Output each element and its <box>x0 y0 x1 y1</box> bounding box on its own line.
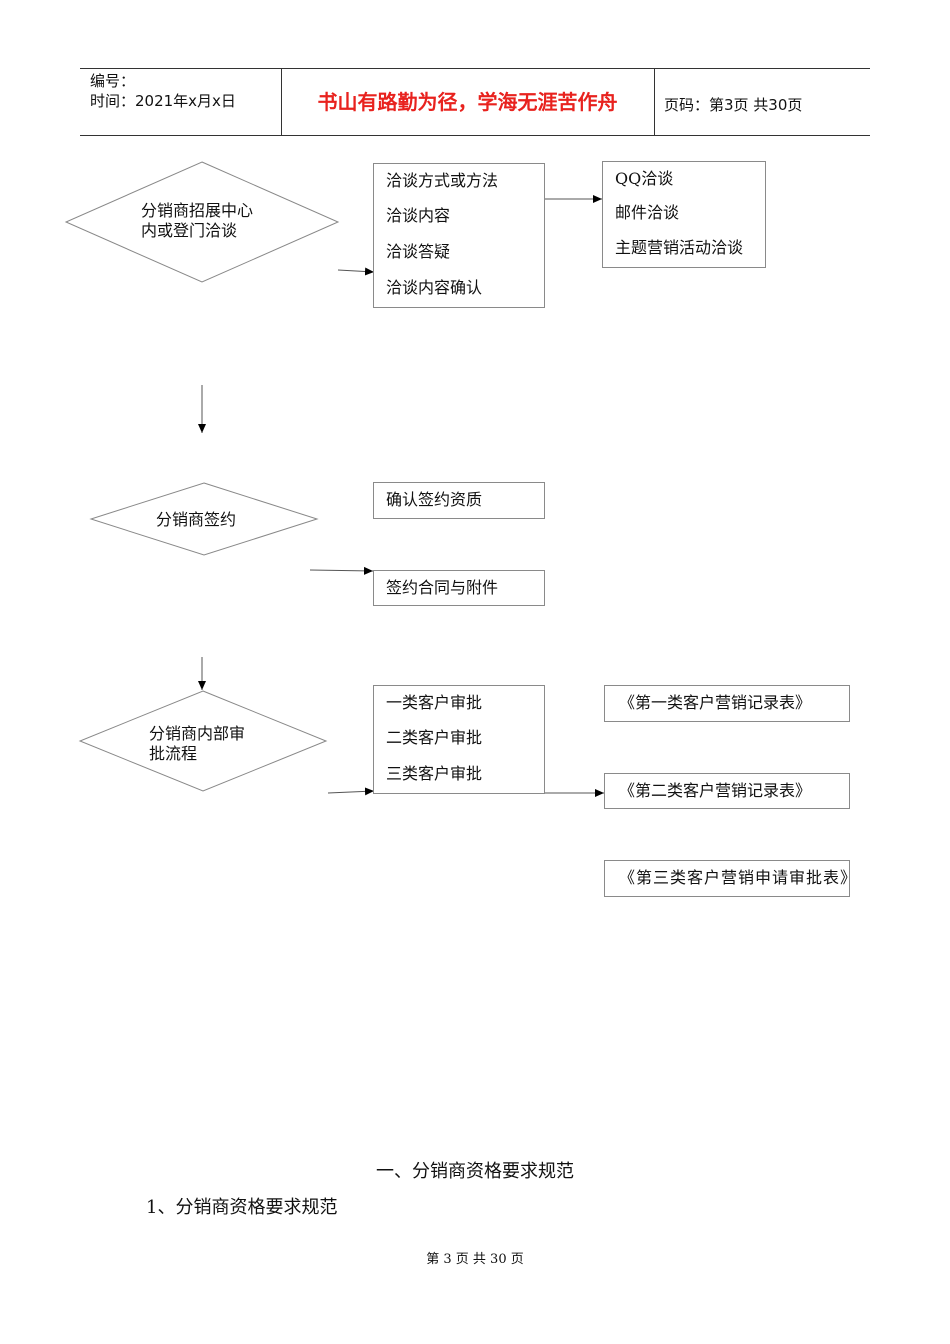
signing-item: 签约合同与附件 <box>373 570 545 606</box>
arrow-into-negotiation-items <box>337 267 375 276</box>
signing-item: 确认签约资质 <box>373 482 545 519</box>
approval-item: 三类客户审批 <box>373 757 545 794</box>
negotiation-item: 洽谈内容 <box>373 199 545 236</box>
diamond-approval <box>78 690 328 792</box>
header-bottom-rule <box>80 135 870 136</box>
header-motto: 书山有路勤为径，学海无涯苦作舟 <box>317 90 618 114</box>
arrow-into-signing-items <box>309 566 374 575</box>
arrow-into-approval-items <box>327 787 375 796</box>
approval-item: 二类客户审批 <box>373 721 545 758</box>
page-footer: 第 3 页 共 30 页 <box>426 1252 524 1267</box>
diamond-negotiation <box>64 161 340 283</box>
page-indicator: 页码：第3页 共30页 <box>664 96 803 114</box>
diamond-signing-label: 分销商签约 <box>156 510 237 529</box>
doc-time-label: 时间：2021年x月x日 <box>90 92 236 110</box>
negotiation-method: 主题营销活动洽谈 <box>602 231 766 268</box>
negotiation-method: 邮件洽谈 <box>602 196 766 232</box>
header-top-rule <box>80 68 870 69</box>
approval-form: 《第一类客户营销记录表》 <box>604 685 850 722</box>
negotiation-method: QQ洽谈 <box>602 161 766 197</box>
diamond-approval-label: 分销商内部审 批流程 <box>149 724 279 764</box>
diamond-negotiation-line2: 内或登门洽谈 <box>141 221 238 240</box>
approval-form: 《第三类客户营销申请审批表》 <box>604 860 850 897</box>
diamond-approval-line1: 分销商内部审 <box>149 724 246 743</box>
section-title: 一、分销商资格要求规范 <box>376 1161 574 1182</box>
diamond-negotiation-label: 分销商招展中心 内或登门洽谈 <box>141 201 271 241</box>
negotiation-item: 洽谈方式或方法 <box>373 163 545 200</box>
diamond-signing <box>89 482 319 556</box>
diamond-approval-line2: 批流程 <box>149 744 198 763</box>
diamond-negotiation-line1: 分销商招展中心 <box>141 201 254 220</box>
header-divider-left <box>281 68 282 136</box>
negotiation-item: 洽谈答疑 <box>373 235 545 272</box>
approval-item: 一类客户审批 <box>373 685 545 722</box>
doc-number-label: 编号： <box>90 72 136 90</box>
negotiation-item: 洽谈内容确认 <box>373 271 545 308</box>
approval-form: 《第二类客户营销记录表》 <box>604 773 850 809</box>
sub-section-title: 1、分销商资格要求规范 <box>146 1197 338 1218</box>
header-divider-right <box>654 68 655 136</box>
